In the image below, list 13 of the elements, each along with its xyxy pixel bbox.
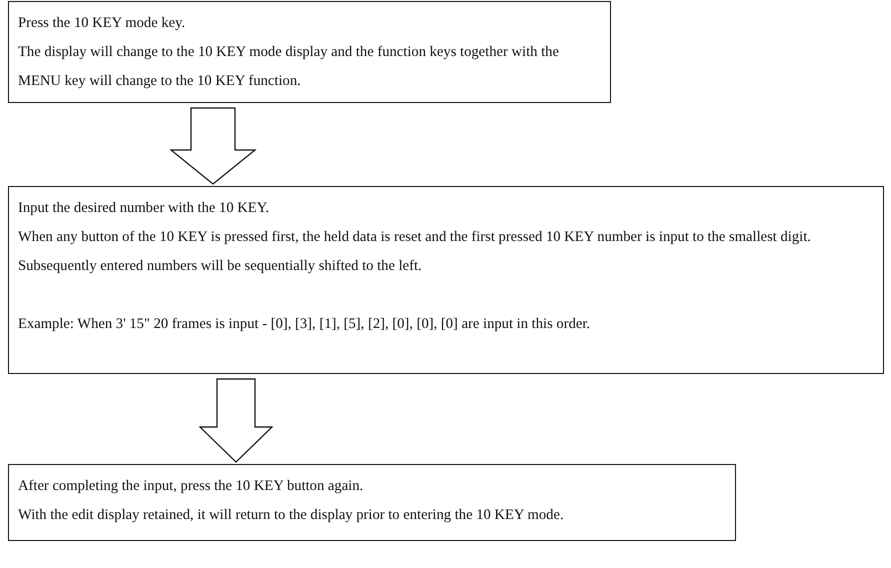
hollow-arrow	[169, 107, 257, 185]
step-text: Press the 10 KEY mode key.	[18, 14, 186, 33]
process-box	[8, 1, 611, 103]
process-box	[8, 464, 736, 541]
step-text: Input the desired number with the 10 KEY.	[18, 199, 270, 218]
step-text: Example: When 3' 15" 20 frames is input - [0], [3], [1], [5], [2], [0], [0], [0] are input in this order.	[18, 315, 592, 334]
step-text: When any button of the 10 KEY is pressed first, the held data is reset and the first pressed 10 KEY number is input to the smallest digit.	[18, 228, 812, 247]
step-text: After completing the input, press the 10 KEY button again.	[18, 477, 364, 496]
step-text: With the edit display retained, it will return to the display prior to entering the 10 KEY mode.	[18, 506, 565, 525]
hollow-arrow	[198, 378, 274, 463]
step-text: The display will change to the 10 KEY mode display and the function keys together with the MENU key will change to the 10 KEY function.	[18, 43, 560, 91]
step-text: Subsequently entered numbers will be sequentially shifted to the left.	[18, 257, 423, 276]
process-box	[8, 186, 884, 374]
